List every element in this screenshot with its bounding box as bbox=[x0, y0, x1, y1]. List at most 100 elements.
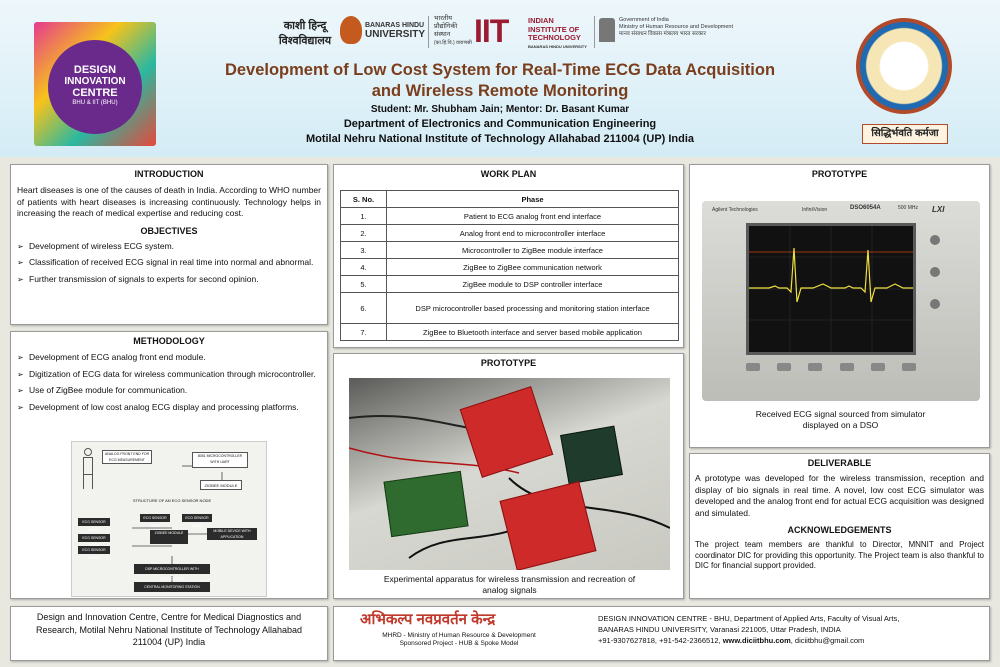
intro-panel: INTRODUCTION Heart diseases is one of th… bbox=[10, 164, 328, 325]
deliverable-panel: DELIVERABLE A prototype was developed fo… bbox=[689, 453, 990, 599]
ashoka-emblem-icon bbox=[599, 18, 615, 42]
table-row: 6.DSP microcontroller based processing a… bbox=[340, 292, 679, 324]
diagram-box-afe: ANALOG FRONT END FOR ECG MEASUREMENT bbox=[102, 450, 152, 464]
diagram-box-mcu: 8051 MICROCONTROLLER WITH UART bbox=[192, 452, 248, 468]
scope-softkey bbox=[901, 363, 916, 371]
table-cell: Microcontroller to ZigBee module interfa… bbox=[386, 241, 679, 259]
objective-item: Further transmission of signals to exper… bbox=[17, 274, 321, 286]
scope-knob-icon bbox=[930, 267, 940, 277]
iit-hindi-3: संस्थान bbox=[434, 31, 451, 38]
dic-logo-text-3: CENTRE bbox=[72, 87, 118, 99]
diagram-node-1: ECG SENSOR NODE bbox=[78, 518, 110, 532]
table-row: 5.ZigBee module to DSP controller interf… bbox=[340, 275, 679, 293]
objective-item: Classification of received ECG signal in… bbox=[17, 257, 321, 269]
diagram-node-2: ECG SENSOR NODE bbox=[140, 514, 170, 528]
table-cell: ZigBee to Bluetooth interface and server… bbox=[386, 323, 679, 341]
scope-screen bbox=[746, 223, 916, 355]
methodology-item: Development of low cost analog ECG displ… bbox=[17, 402, 321, 414]
iit-eng-logo: INDIAN INSTITUTE OF TECHNOLOGY BANARAS H… bbox=[528, 16, 608, 51]
workplan-table: S. No. Phase 1.Patient to ECG analog fro… bbox=[340, 190, 679, 341]
gov-2: Ministry of Human Resource and Developme… bbox=[619, 24, 734, 30]
table-header-row: S. No. Phase bbox=[340, 190, 679, 208]
ack-text: The project team members are thankful to… bbox=[695, 540, 984, 570]
scope-softkey bbox=[777, 363, 792, 371]
dic-logo-text-2: INNOVATION bbox=[64, 76, 126, 87]
scope-model-2: DSO6054A bbox=[850, 205, 881, 211]
prototype-mid-caption-2: analog signals bbox=[482, 585, 537, 595]
iit-eng-4: BANARAS HINDU UNIVERSITY bbox=[528, 43, 587, 49]
prototype-mid-caption: Experimental apparatus for wireless tran… bbox=[344, 574, 675, 596]
table-cell: 7. bbox=[340, 323, 387, 341]
scope-softkeys bbox=[746, 363, 916, 373]
iit-hindi-2: प्रौद्योगिकी bbox=[434, 23, 458, 30]
bhu-hindi-2: विश्वविद्यालय bbox=[278, 35, 332, 47]
bhu-hindi-logo: काशी हिन्दू विश्वविद्यालय bbox=[270, 18, 340, 48]
title-line-2: and Wireless Remote Monitoring bbox=[371, 82, 629, 100]
footer-address: DESIGN INNOVATION CENTRE - BHU, Departme… bbox=[598, 613, 988, 646]
apparatus-photo bbox=[349, 378, 670, 570]
footer-left: Design and Innovation Centre, Centre for… bbox=[10, 606, 328, 661]
table-cell: 3. bbox=[340, 241, 387, 259]
methodology-item: Use of ZigBee module for communication. bbox=[17, 385, 321, 397]
circuit-board-3 bbox=[383, 470, 469, 538]
table-cell: 5. bbox=[340, 275, 387, 293]
dic-logo: DESIGN INNOVATION CENTRE BHU & IIT (BHU) bbox=[34, 22, 156, 146]
scope-softkey bbox=[839, 363, 854, 371]
footer-right-1: DESIGN INNOVATION CENTRE - BHU, Departme… bbox=[598, 614, 900, 623]
circuit-board-2 bbox=[560, 425, 623, 485]
footer-contact: +91-9307627818, +91-542-2366512, www.dic… bbox=[598, 635, 988, 646]
institute: Motilal Nehru National Institute of Tech… bbox=[305, 133, 695, 145]
methodology-heading: METHODOLOGY bbox=[133, 336, 205, 346]
workplan-panel: WORK PLAN S. No. Phase 1.Patient to ECG … bbox=[333, 164, 684, 348]
seal-motto: सिद्धिर्भवति कर्मजा bbox=[862, 124, 948, 144]
prototype-right-caption-2: displayed on a DSO bbox=[802, 420, 879, 430]
footer-website-link[interactable]: www.diciitbhu.com bbox=[722, 636, 791, 645]
table-cell: 1. bbox=[340, 207, 387, 225]
footer-left-1: Design and Innovation Centre, Centre for… bbox=[36, 612, 302, 622]
bhu-hindi-1: काशी हिन्दू bbox=[283, 20, 327, 32]
prototype-right-panel: PROTOTYPE Agilent Technologies InfiniiVi… bbox=[689, 164, 990, 448]
table-cell: Analog front end to microcontroller inte… bbox=[386, 224, 679, 242]
methodology-item: Digitization of ECG data for wireless co… bbox=[17, 369, 321, 381]
bhu-eng-logo: BANARAS HINDU UNIVERSITY bbox=[365, 22, 425, 40]
prototype-right-heading: PROTOTYPE bbox=[811, 169, 868, 179]
iit-hindi-4: (का.हि.वि.) वाराणसी bbox=[434, 40, 472, 46]
oscilloscope-photo: Agilent Technologies InfiniiVision DSO60… bbox=[702, 201, 980, 401]
bhu-eng-1: BANARAS HINDU bbox=[365, 22, 425, 29]
footer-center-1: MHRD - Ministry of Human Resource & Deve… bbox=[382, 632, 536, 639]
deliverable-text: A prototype was developed for the wirele… bbox=[695, 473, 984, 518]
scope-knob-icon bbox=[930, 235, 940, 245]
table-header-sno: S. No. bbox=[340, 190, 387, 208]
table-row: 2.Analog front end to microcontroller in… bbox=[340, 224, 679, 242]
department: Department of Electronics and Communicat… bbox=[343, 118, 657, 130]
footer-phone: +91-9307627818, +91-542-2366512, bbox=[598, 636, 723, 645]
workplan-heading: WORK PLAN bbox=[480, 169, 537, 179]
table-row: 3.Microcontroller to ZigBee module inter… bbox=[340, 241, 679, 259]
deliverable-heading: DELIVERABLE bbox=[807, 458, 872, 468]
table-row: 4.ZigBee to ZigBee communication network bbox=[340, 258, 679, 276]
iit-hindi-logo: भारतीय प्रौद्योगिकी संस्थान (का.हि.वि.) … bbox=[434, 15, 474, 47]
methodology-list: Development of ECG analog front end modu… bbox=[17, 352, 321, 413]
mnnit-seal-icon bbox=[856, 18, 952, 114]
objectives-heading: OBJECTIVES bbox=[140, 225, 198, 236]
scope-model-1: InfiniiVision bbox=[802, 207, 828, 213]
prototype-mid-caption-1: Experimental apparatus for wireless tran… bbox=[383, 574, 636, 584]
scope-spec: 500 MHz bbox=[898, 205, 919, 211]
diagram-box-zigbee: ZIGBEE MODULE bbox=[200, 480, 242, 490]
table-cell: Patient to ECG analog front end interfac… bbox=[386, 207, 679, 225]
footer-center-2: Sponsored Project - HUB & Spoke Model bbox=[399, 640, 519, 647]
title-line-1: Development of Low Cost System for Real-… bbox=[224, 61, 776, 79]
scope-knob-icon bbox=[930, 299, 940, 309]
iit-eng-1: INDIAN bbox=[528, 16, 554, 25]
dic-logo-circle: DESIGN INNOVATION CENTRE BHU & IIT (BHU) bbox=[48, 40, 142, 134]
table-header-phase: Phase bbox=[386, 190, 679, 208]
iit-mark: IIT bbox=[474, 13, 509, 49]
iit-hindi-1: भारतीय bbox=[434, 15, 453, 22]
objectives-list: Development of wireless ECG system. Clas… bbox=[17, 241, 321, 286]
intro-heading: INTRODUCTION bbox=[134, 169, 204, 179]
scope-controls bbox=[924, 231, 970, 351]
diagram-node-3: ECG SENSOR NODE bbox=[182, 514, 212, 528]
ack-heading: ACKNOWLEDGEMENTS bbox=[787, 525, 892, 535]
prototype-mid-panel: PROTOTYPE Experimental apparatus for wir… bbox=[333, 353, 684, 599]
diagram-node-5: ECG SENSOR NODE bbox=[78, 546, 110, 560]
